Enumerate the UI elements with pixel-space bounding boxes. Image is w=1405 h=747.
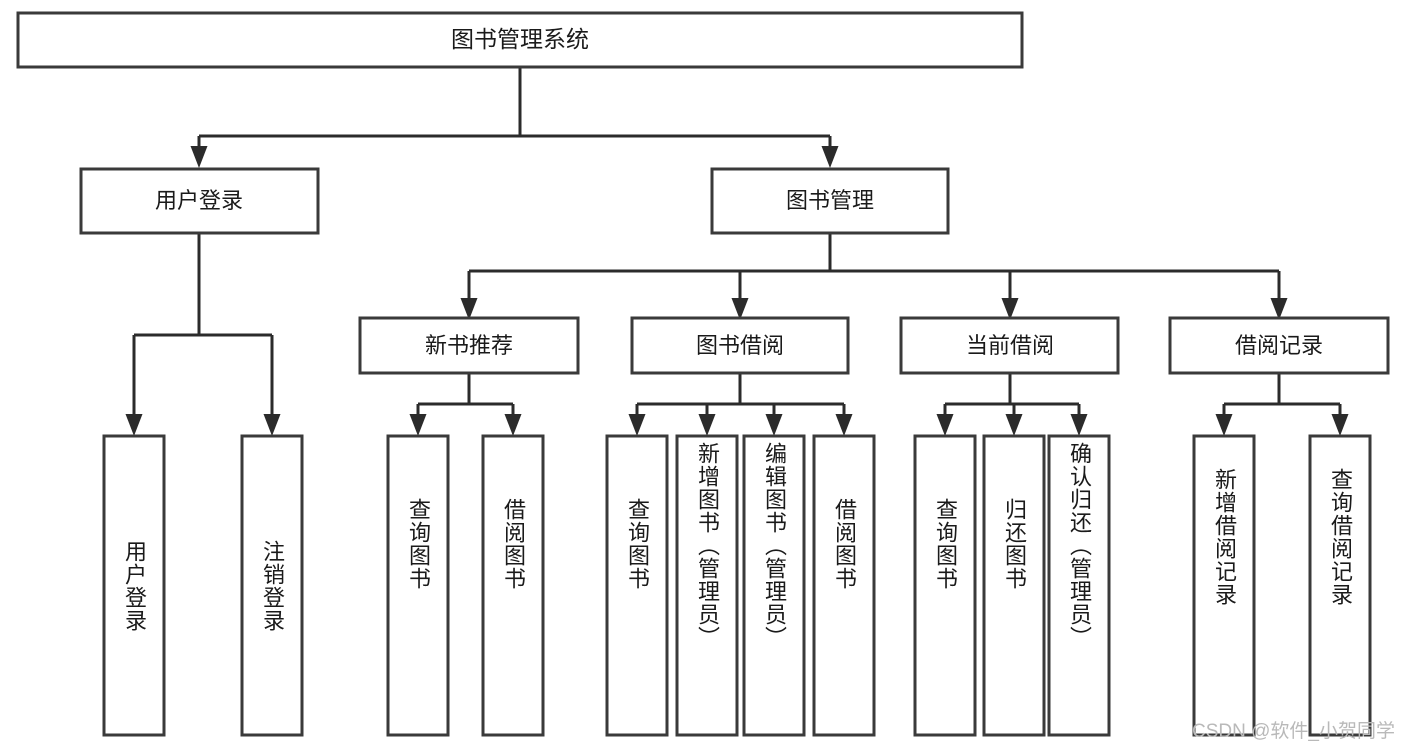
connector-group-borrow-record	[1215, 373, 1349, 436]
arrow-icon	[125, 414, 143, 436]
node-root-label: 图书管理系统	[451, 26, 589, 52]
leaf-node[interactable]	[742, 434, 806, 737]
leaf-node[interactable]	[1192, 434, 1256, 737]
arrow-icon	[190, 146, 208, 168]
leaf-node[interactable]	[982, 434, 1046, 737]
leaf-node[interactable]	[605, 434, 669, 737]
node-borrow-record-label: 借阅记录	[1235, 333, 1323, 358]
node-root[interactable]: 图书管理系统	[16, 11, 1024, 69]
connector-group-book-borrow	[628, 373, 853, 436]
connector-group-current-borrow	[936, 373, 1088, 436]
node-borrow-record[interactable]: 借阅记录	[1168, 316, 1390, 375]
arrow-icon	[698, 414, 716, 436]
arrow-icon	[936, 414, 954, 436]
arrow-icon	[409, 414, 427, 436]
leaf-node[interactable]	[240, 434, 304, 737]
arrow-icon	[835, 414, 853, 436]
leaf-node[interactable]	[812, 434, 876, 737]
leaf-node[interactable]	[386, 434, 450, 737]
connector-group-book-management	[460, 233, 1288, 320]
connector-group-new-book	[409, 373, 522, 436]
arrow-icon	[504, 414, 522, 436]
node-user-login-label: 用户登录	[155, 188, 243, 213]
arrow-icon	[1070, 414, 1088, 436]
arrow-icon	[765, 414, 783, 436]
node-book-management[interactable]: 图书管理	[710, 167, 950, 235]
connector-group-root	[190, 67, 839, 168]
arrow-icon	[263, 414, 281, 436]
arrow-icon	[1215, 414, 1233, 436]
arrow-icon	[1331, 414, 1349, 436]
node-book-borrow[interactable]: 图书借阅	[630, 316, 850, 375]
arrow-icon	[821, 146, 839, 168]
watermark: CSDN @软件_小贺同学	[1192, 721, 1395, 742]
node-new-book-recommend[interactable]: 新书推荐	[358, 316, 580, 375]
node-book-borrow-label: 图书借阅	[696, 333, 784, 358]
leaf-node[interactable]	[675, 434, 739, 737]
node-current-borrow-label: 当前借阅	[966, 333, 1054, 358]
arrow-icon	[628, 414, 646, 436]
connector-group-user-login	[125, 233, 281, 436]
leaf-node[interactable]	[1308, 434, 1372, 737]
node-current-borrow[interactable]: 当前借阅	[899, 316, 1120, 375]
leaf-node[interactable]	[1047, 434, 1111, 737]
node-user-login[interactable]: 用户登录	[79, 167, 320, 235]
leaf-node[interactable]	[913, 434, 977, 737]
node-new-book-recommend-label: 新书推荐	[425, 333, 513, 358]
node-book-management-label: 图书管理	[786, 188, 874, 213]
leaf-node[interactable]	[102, 434, 166, 737]
arrow-icon	[1005, 414, 1023, 436]
leaf-node[interactable]	[481, 434, 545, 737]
